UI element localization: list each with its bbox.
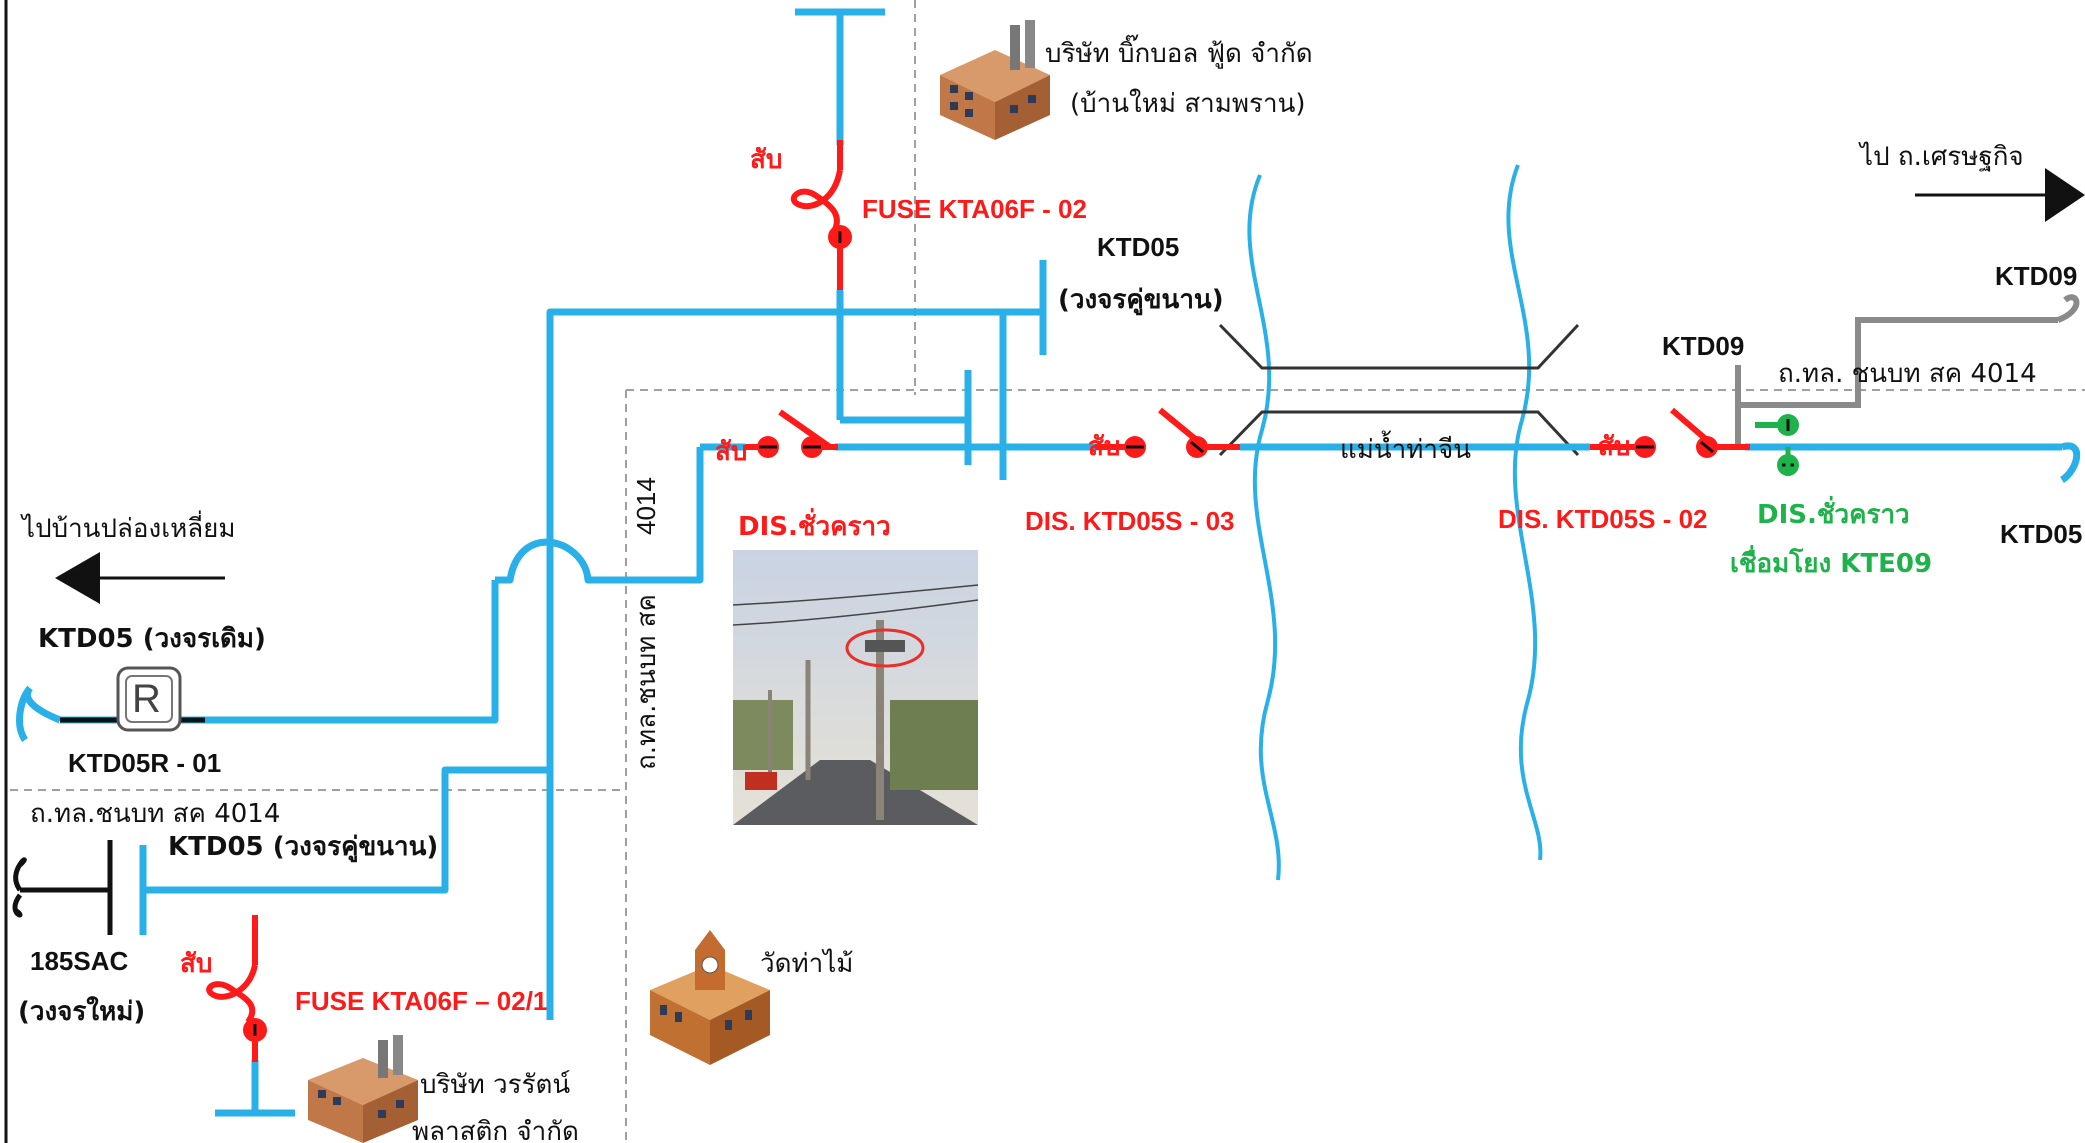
ktd05-right-label: KTD05	[2000, 519, 2082, 549]
fuse-kta06f-02-label: FUSE KTA06F - 02	[862, 194, 1087, 224]
tie-kte09-label: เชื่อมโยง KTE09	[1730, 544, 1932, 579]
river-name-label: แม่น้ำท่าจีน	[1340, 430, 1471, 465]
company-worarat-label: บริษัท วรรัตน์	[420, 1070, 570, 1100]
company-bigball-label: บริษัท บิ๊กบอล ฟู้ด จำกัด	[1045, 34, 1313, 69]
temple-label: วัดท่าไม้	[760, 948, 853, 979]
ktd05-parallel-top-label: (วงจรคู่ขนาน)	[1058, 285, 1224, 316]
sap-s03-label: สับ	[1088, 432, 1120, 462]
field-photo	[732, 550, 979, 825]
road-right-label: ถ.ทล. ชนบท สค 4014	[1778, 359, 2037, 389]
dis-ktd05s-03-label: DIS. KTD05S - 03	[1025, 506, 1235, 536]
sap-s02-label: สับ	[1598, 432, 1630, 462]
bridge	[1218, 323, 1580, 457]
arrow-right-icon	[1915, 168, 2085, 222]
fuse-kta06f-02-1[interactable]	[206, 915, 258, 1062]
arrow-left-icon	[55, 552, 225, 604]
road-vertical-label: ถ.ทล.ชนบท สค	[632, 594, 662, 770]
ktd05-original-label: KTD05 (วงจรเดิม)	[38, 624, 266, 654]
ktd05-top-label: KTD05	[1097, 232, 1179, 262]
fuse-kta06f-02-1-label: FUSE KTA06F – 02/1	[295, 986, 547, 1016]
river	[1247, 164, 1543, 881]
recloser-ktd05r-01[interactable]	[116, 666, 182, 732]
sap-fuse-top-label: สับ	[750, 145, 782, 175]
ktd09-label: KTD09	[1662, 331, 1744, 361]
dis-temp-label: DIS.ชั่วคราว	[738, 507, 891, 542]
185sac-cable	[12, 717, 205, 935]
temple-icon	[650, 930, 770, 1065]
dis-temp-green-label: DIS.ชั่วคราว	[1757, 495, 1910, 530]
road-boundaries	[10, 0, 2085, 1143]
company-bigball-location: (บ้านใหม่ สามพราน)	[1070, 89, 1306, 119]
sap-fuse-bottom-label: สับ	[180, 949, 212, 979]
dis-temp-green-switch[interactable]	[1755, 414, 1799, 476]
new-circuit-label: (วงจรใหม่)	[18, 996, 145, 1027]
to-ban-plong-label: ไปบ้านปล่องเหลี่ยม	[20, 510, 236, 544]
cable-185sac-label: 185SAC	[30, 946, 128, 976]
factory-icon	[308, 1035, 418, 1143]
company-worarat-label-2: พลาสติก จำกัด	[412, 1117, 579, 1143]
sap-temp-label: สับ	[715, 437, 747, 467]
ktd05-parallel-bottom-label: KTD05 (วงจรคู่ขนาน)	[168, 832, 438, 863]
dis-ktd05s-02-label: DIS. KTD05S - 02	[1498, 504, 1708, 534]
ktd09-right-top-label: KTD09	[1995, 261, 2077, 291]
recloser-symbol-label: R	[132, 677, 161, 721]
ktd09-line	[1735, 294, 2080, 450]
ktd05r-01-label: KTD05R - 01	[68, 748, 221, 778]
road-left-label: ถ.ทล.ชนบท สค 4014	[30, 799, 280, 829]
road-vertical-num-label: 4014	[631, 477, 661, 535]
blue-feeder-lines	[16, 8, 2081, 1117]
factory-icon	[940, 20, 1050, 140]
fuse-kta06f-02[interactable]	[790, 140, 843, 290]
to-setthakit-label: ไป ถ.เศรษฐกิจ	[1858, 141, 2024, 172]
